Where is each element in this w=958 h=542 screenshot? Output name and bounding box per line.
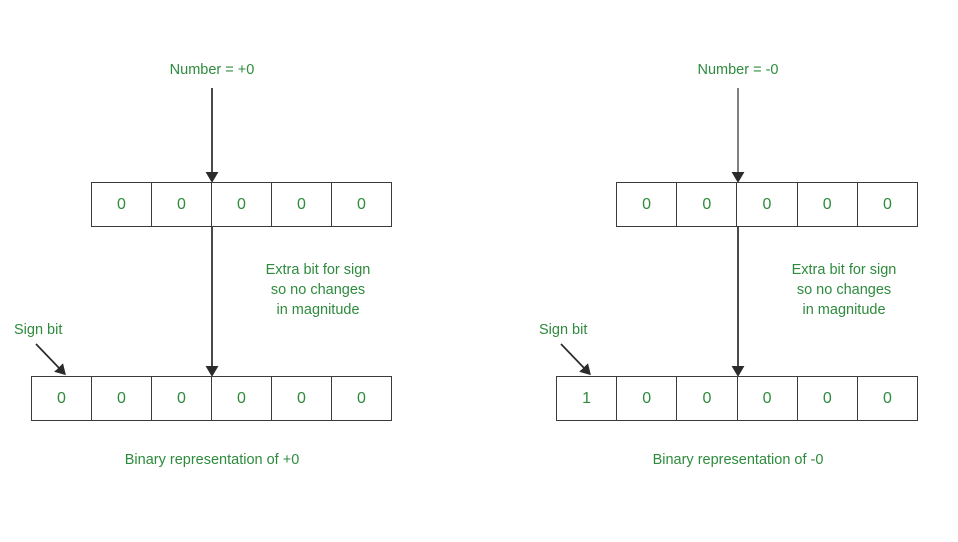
bit-value: 1 — [582, 389, 592, 407]
signed-bit-cell-1: 0 — [92, 377, 152, 420]
bit-value: 0 — [822, 389, 832, 407]
magnitude-bit-cell-2: 0 — [737, 183, 798, 226]
bit-value: 0 — [297, 195, 306, 213]
panel-positive-zero: Number = +0 0 0 0 0 0 Extra bit for sign so … — [14, 62, 413, 468]
magnitude-bit-cell-3: 0 — [272, 183, 332, 226]
magnitude-bit-row: 0 0 0 0 0 — [91, 182, 392, 227]
arrow-sign-bit-pointer — [35, 343, 66, 376]
magnitude-bit-cell-0: 0 — [92, 183, 152, 226]
note-line-3: in magnitude — [276, 302, 360, 318]
signed-bit-cell-5: 0 — [332, 377, 391, 420]
bit-value: 0 — [702, 389, 712, 407]
note-line-1: Extra bit for sign — [791, 262, 897, 278]
note-line-2: so no changes — [270, 282, 366, 298]
bit-value: 0 — [117, 389, 126, 407]
bit-value: 0 — [237, 389, 246, 407]
signed-bit-cell-4: 0 — [272, 377, 332, 420]
signed-bit-cell-2: 0 — [677, 377, 738, 420]
signed-bit-cell-0: 1 — [557, 377, 618, 420]
signed-bit-row: 1 0 0 0 0 0 — [556, 376, 918, 421]
signed-bit-cell-3: 0 — [212, 377, 272, 420]
magnitude-bit-cell-1: 0 — [152, 183, 212, 226]
magnitude-bit-cell-4: 0 — [332, 183, 391, 226]
bit-value: 0 — [117, 195, 126, 213]
magnitude-bit-cell-4: 0 — [858, 183, 917, 226]
note-line-1: Extra bit for sign — [265, 262, 371, 278]
signed-bit-cell-1: 0 — [617, 377, 678, 420]
signed-bit-cell-2: 0 — [152, 377, 212, 420]
panel-caption: Binary representation of -0 — [652, 452, 824, 468]
bit-value: 0 — [57, 389, 66, 407]
signed-bit-cell-4: 0 — [798, 377, 858, 420]
signed-bit-row: 0 0 0 0 0 0 — [31, 376, 392, 421]
bit-value: 0 — [297, 389, 306, 407]
magnitude-bit-cell-1: 0 — [677, 183, 738, 226]
sign-bit-label: Sign bit — [539, 322, 588, 338]
bit-value: 0 — [642, 389, 652, 407]
magnitude-bit-cell-0: 0 — [617, 183, 678, 226]
bit-value: 0 — [177, 389, 186, 407]
extra-bit-note: Extra bit for sign so no changes in magn… — [749, 260, 939, 320]
panel-negative-zero: Number = -0 0 0 0 0 0 Extra bit for sign so … — [479, 0, 958, 542]
magnitude-bit-row: 0 0 0 0 0 — [616, 182, 918, 227]
arrow-sign-bit-pointer — [560, 343, 591, 376]
signed-bit-cell-5: 0 — [858, 377, 917, 420]
bit-value: 0 — [822, 195, 832, 213]
bit-value: 0 — [357, 195, 366, 213]
bit-value: 0 — [642, 195, 652, 213]
bit-value: 0 — [702, 195, 712, 213]
bit-value: 0 — [237, 195, 246, 213]
number-label: Number = -0 — [697, 62, 779, 78]
panel-caption: Binary representation of +0 — [124, 452, 300, 468]
extra-bit-note: Extra bit for sign so no changes in magn… — [223, 260, 413, 320]
sign-bit-label: Sign bit — [14, 322, 63, 338]
bit-value: 0 — [762, 195, 772, 213]
number-label: Number = +0 — [169, 62, 255, 78]
bit-value: 0 — [177, 195, 186, 213]
bit-value: 0 — [882, 389, 892, 407]
note-line-3: in magnitude — [802, 302, 886, 318]
magnitude-bit-cell-3: 0 — [798, 183, 858, 226]
bit-value: 0 — [357, 389, 366, 407]
magnitude-bit-cell-2: 0 — [212, 183, 272, 226]
note-line-2: so no changes — [796, 282, 892, 298]
signed-bit-cell-0: 0 — [32, 377, 92, 420]
bit-value: 0 — [882, 195, 892, 213]
bit-value: 0 — [762, 389, 772, 407]
signed-bit-cell-3: 0 — [738, 377, 798, 420]
